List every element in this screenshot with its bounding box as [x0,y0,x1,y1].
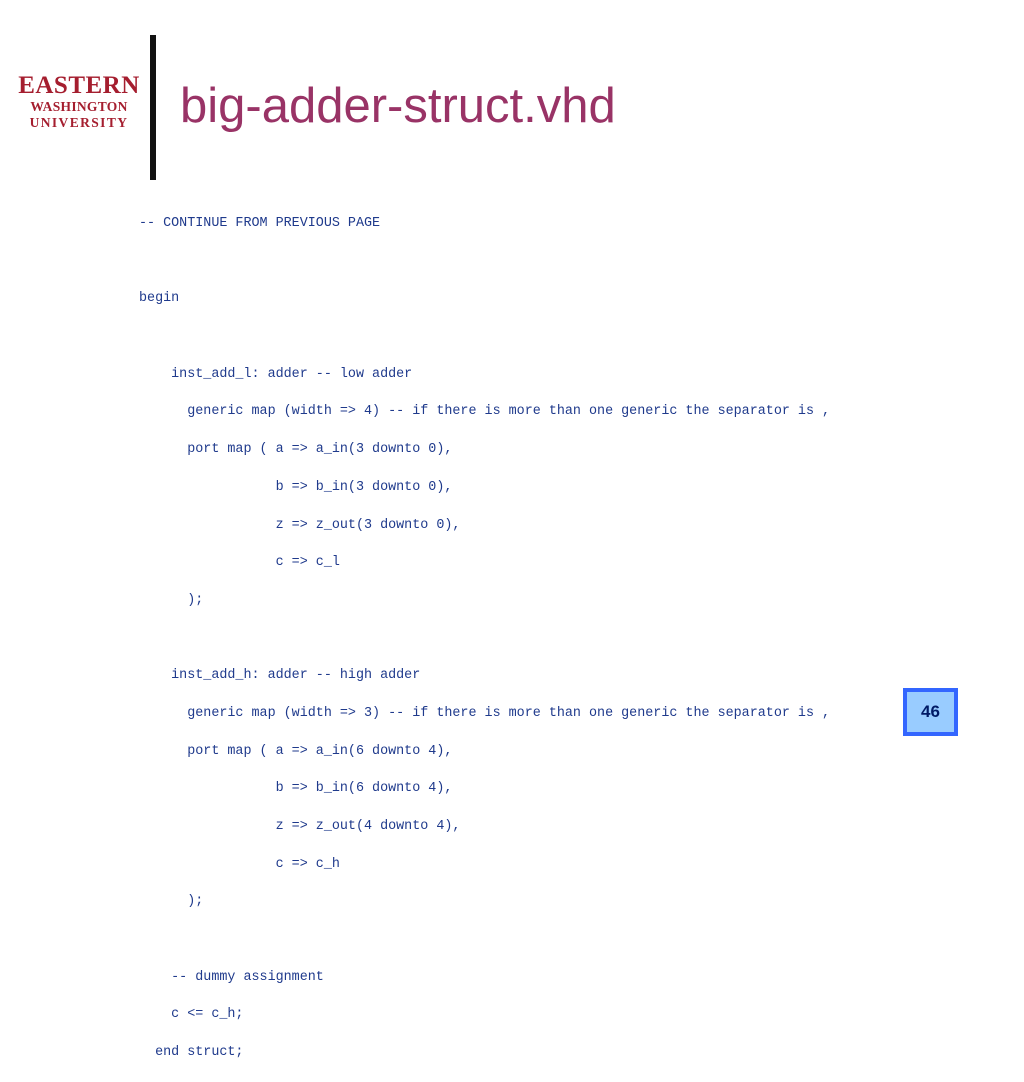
code-line: generic map (width => 4) -- if there is … [139,404,831,420]
eastern-washington-university-logo: EASTERN WASHINGTON UNIVERSITY [17,73,141,135]
page-number-badge: 46 [903,688,958,736]
vhdl-code-block: -- CONTINUE FROM PREVIOUS PAGE begin ins… [139,215,830,1082]
code-line: port map ( a => a_in(6 downto 4), [139,743,453,759]
title-divider-bar [150,35,156,180]
code-line [139,630,830,649]
code-line: begin [139,291,180,307]
code-line [139,931,830,950]
code-line: ); [139,592,204,608]
code-line: z => z_out(3 downto 0), [139,517,461,533]
code-line: -- dummy assignment [139,969,324,985]
code-line [139,253,830,272]
code-line [139,328,830,347]
code-line: z => z_out(4 downto 4), [139,819,461,834]
code-line: c => c_h [139,856,340,872]
slide-title: big-adder-struct.vhd [180,79,616,133]
code-line: ); [139,894,204,910]
code-line: c <= c_h; [139,1007,244,1023]
code-line: c => c_l [139,555,340,571]
code-line: b => b_in(6 downto 4), [139,781,453,797]
code-line: end struct; [139,1045,244,1061]
logo-line-washington: WASHINGTON [30,99,128,114]
code-line: port map ( a => a_in(3 downto 0), [139,442,453,458]
code-line: generic map (width => 3) -- if there is … [139,705,831,721]
code-line: b => b_in(3 downto 0), [139,479,453,495]
logo-line-university: UNIVERSITY [29,115,129,130]
code-line: inst_add_l: adder -- low adder [139,366,413,382]
code-line: -- CONTINUE FROM PREVIOUS PAGE [139,216,381,231]
logo-line-eastern: EASTERN [18,72,140,99]
code-line: inst_add_h: adder -- high adder [139,668,421,684]
